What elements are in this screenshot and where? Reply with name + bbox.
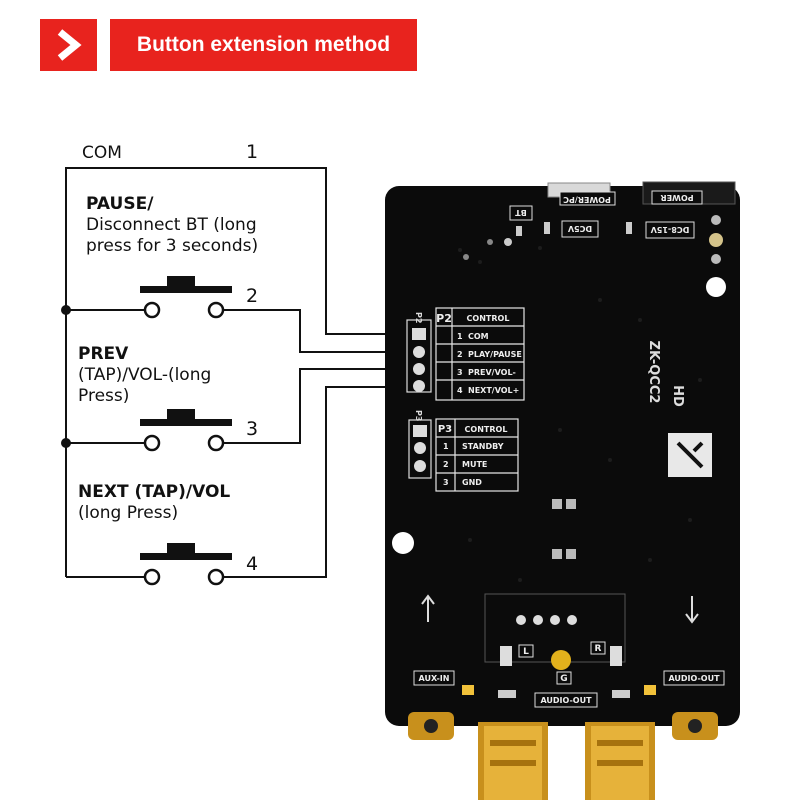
label-r: R <box>595 644 602 654</box>
p2-row-1-name: COM <box>468 332 489 341</box>
pause-line-1: PAUSE/ <box>86 194 154 214</box>
prev-button-symbol <box>140 409 232 452</box>
p2-header: CONTROL <box>467 314 510 323</box>
label-l: L <box>523 647 529 657</box>
p3-title: P3 <box>438 424 452 435</box>
label-p3-small: P3 <box>414 410 423 421</box>
p2-row-2-num: 2 <box>457 350 463 359</box>
p3-header: CONTROL <box>465 425 508 434</box>
prev-line-1: PREV <box>78 344 129 364</box>
label-dc5v: DC5V <box>567 224 592 233</box>
p2-row-1-num: 1 <box>457 332 463 341</box>
p2-row-3-num: 3 <box>457 368 463 377</box>
pin-4-label: 4 <box>246 553 259 575</box>
pin-1-label: 1 <box>246 141 259 163</box>
pin-2-label: 2 <box>246 285 259 307</box>
p2-row-3-name: PREV/VOL- <box>468 368 516 377</box>
p3-row-3-num: 3 <box>443 478 449 487</box>
pin-3-label: 3 <box>246 418 259 440</box>
p3-row-3-name: GND <box>462 478 482 487</box>
prev-button-label: PREV (TAP)/VOL-(long Press) <box>78 344 211 407</box>
next-line-2: (long Press) <box>78 503 179 523</box>
p2-title: P2 <box>436 312 452 325</box>
p3-row-2-num: 2 <box>443 460 449 469</box>
label-audio-out-center: AUDIO-OUT <box>540 696 592 705</box>
p2-row-4-num: 4 <box>457 386 463 395</box>
label-g: G <box>560 674 567 684</box>
p3-row-1-num: 1 <box>443 442 449 451</box>
chevron-right-icon <box>40 19 97 71</box>
label-dc8-15v: DC8-15V <box>650 225 690 234</box>
label-bt: BT <box>515 208 527 217</box>
label-aux-in: AUX-IN <box>419 674 450 683</box>
p3-row-2-name: MUTE <box>462 460 487 469</box>
label-p2-small: P2 <box>414 312 423 323</box>
label-power-pc: POWER/PC <box>563 195 611 204</box>
page-title: Button extension method <box>110 19 417 71</box>
pause-button-symbol <box>140 276 232 319</box>
prev-line-3: Press) <box>78 386 130 406</box>
label-audio-out-right: AUDIO-OUT <box>668 674 720 683</box>
label-hd: HD <box>670 385 685 407</box>
p2-row-2-name: PLAY/PAUSE <box>468 350 522 359</box>
prev-line-2: (TAP)/VOL-(long <box>78 365 212 385</box>
next-button-label: NEXT (TAP)/VOL (long Press) <box>78 482 230 524</box>
p3-row-1-name: STANDBY <box>462 442 504 451</box>
p2-row-4-name: NEXT/VOL+ <box>468 386 519 395</box>
pcb-board <box>385 181 740 800</box>
pause-line-3: press for 3 seconds) <box>86 236 259 256</box>
pause-button-label: PAUSE/ Disconnect BT (long press for 3 s… <box>86 194 258 257</box>
label-power: POWER <box>660 193 693 202</box>
label-model: ZK-QCC2 <box>646 341 661 404</box>
next-button-symbol <box>140 543 232 586</box>
pause-line-2: Disconnect BT (long <box>86 215 257 235</box>
next-line-1: NEXT (TAP)/VOL <box>78 482 231 502</box>
com-label: COM <box>82 143 122 163</box>
